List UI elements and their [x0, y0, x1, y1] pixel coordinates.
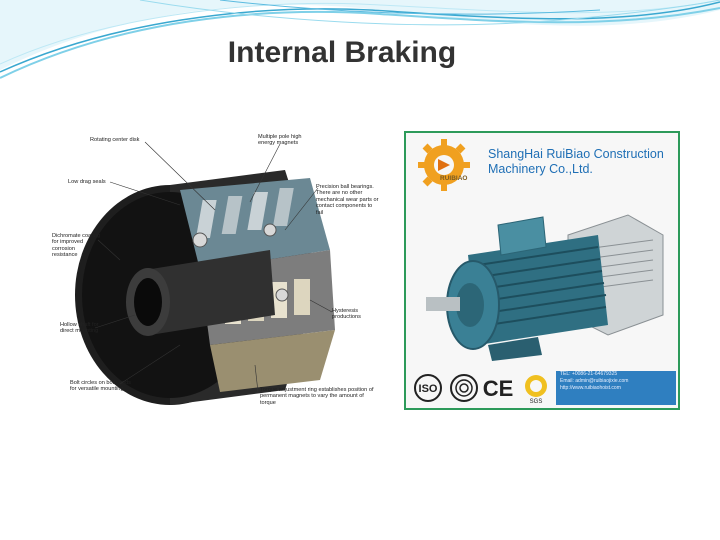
callout-low-drag-seals: Low drag seals: [68, 179, 106, 185]
company-name-line-2: Machinery Co.,Ltd.: [488, 162, 593, 176]
callout-multiple-pole-magnets: Multiple pole high energy magnets: [258, 134, 302, 147]
electric-motor-image: [426, 214, 664, 361]
contact-phone: TEL: +0086-21-64679325: [560, 371, 618, 377]
slide-title: Internal Braking: [227, 36, 457, 69]
callout-hollow-shaft: Hollow shaft for direct mounting: [60, 322, 99, 335]
ce-certification-icon: CE: [483, 376, 514, 401]
svg-text:ISO: ISO: [419, 383, 438, 395]
contact-website: http://www.ruibiaohoist.com: [560, 385, 621, 391]
header-wave-decoration: [0, 0, 720, 79]
contact-info-box: TEL: +0086-21-64679325 Email: admin@ruib…: [556, 371, 676, 405]
callout-dichromate-coating: Dichromate coating for improved corrosio…: [52, 233, 101, 259]
brake-cutaway-illustration: [75, 141, 335, 405]
ruibiao-gear-logo-icon: [418, 139, 470, 191]
company-name: ShangHai RuiBiao Construction Machinery …: [488, 147, 678, 177]
brake-cutaway-diagram: Rotating center disk Multiple pole high …: [50, 130, 380, 415]
contact-email: Email: admin@ruibiaojixie.com: [560, 378, 629, 384]
callout-torque-adjustment-ring: Torque adjustment ring establishes posit…: [260, 387, 374, 406]
iso-certification-icon: ISO: [414, 374, 442, 402]
callout-hysteresis: Hysteresis productions: [332, 308, 361, 321]
callout-bolt-circles: Bolt circles on both ends for versatile …: [70, 380, 131, 393]
svg-text:SGS: SGS: [530, 399, 543, 405]
sgs-certification-icon: SGS: [525, 375, 547, 405]
ccc-certification-icon: [450, 374, 478, 402]
motor-advert-panel: RUIBIAO ShangHai RuiBiao Construction Ma…: [404, 131, 680, 410]
logo-wordmark: RUIBIAO: [440, 175, 468, 182]
svg-text:CE: CE: [483, 376, 514, 401]
callout-rotating-center-disk: Rotating center disk: [90, 137, 140, 143]
callout-precision-ball-bearings: Precision ball bearings. There are no ot…: [316, 184, 379, 216]
company-name-line-1: ShangHai RuiBiao Construction: [488, 147, 664, 161]
certification-logos: ISO CE SGS: [414, 374, 547, 405]
